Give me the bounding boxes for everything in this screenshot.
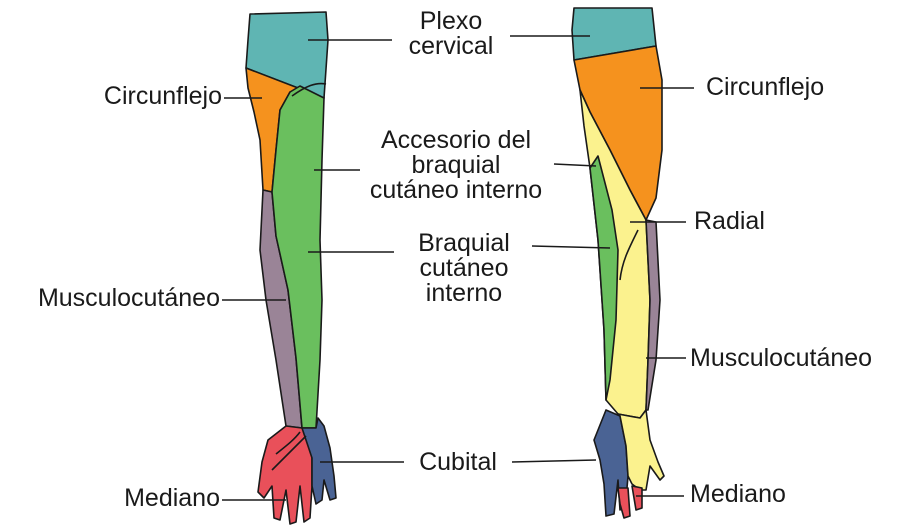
label-braquial-cutaneo-interno: Braquial cutáneo interno xyxy=(418,229,510,307)
left-accesorio-boundary xyxy=(291,82,327,97)
label-cubital: Cubital xyxy=(419,448,497,476)
right-mediano-fingers xyxy=(617,485,643,519)
right-radial-hand xyxy=(617,409,665,491)
label-musculocutaneo-left: Musculocutáneo xyxy=(37,284,220,312)
leader-braquial-right xyxy=(531,245,611,249)
left-hand-crease-2 xyxy=(275,431,301,455)
label-circunflejo-left: Circunflejo xyxy=(103,82,222,110)
leader-cubital-right xyxy=(511,459,597,463)
right-braquial-region xyxy=(589,155,619,401)
label-mediano-right: Mediano xyxy=(690,480,786,508)
label-accesorio-braquial: Accesorio del braquial cutáneo interno xyxy=(369,126,543,204)
label-plexo-cervical: Plexo cervical xyxy=(408,7,494,60)
right-arm xyxy=(571,7,665,519)
leader-accesorio-right xyxy=(553,163,597,167)
label-circunflejo-right: Circunflejo xyxy=(706,73,825,101)
right-musculocutaneo-region xyxy=(645,219,661,411)
leader-lines xyxy=(222,35,694,501)
left-cubital-hand xyxy=(301,417,337,505)
left-arm xyxy=(245,11,337,525)
label-mediano-left: Mediano xyxy=(124,484,220,512)
right-radial-boundary xyxy=(619,229,639,281)
label-radial: Radial xyxy=(694,207,765,235)
left-hand-crease-1 xyxy=(271,435,307,471)
label-musculocutaneo-right: Musculocutáneo xyxy=(690,344,873,372)
